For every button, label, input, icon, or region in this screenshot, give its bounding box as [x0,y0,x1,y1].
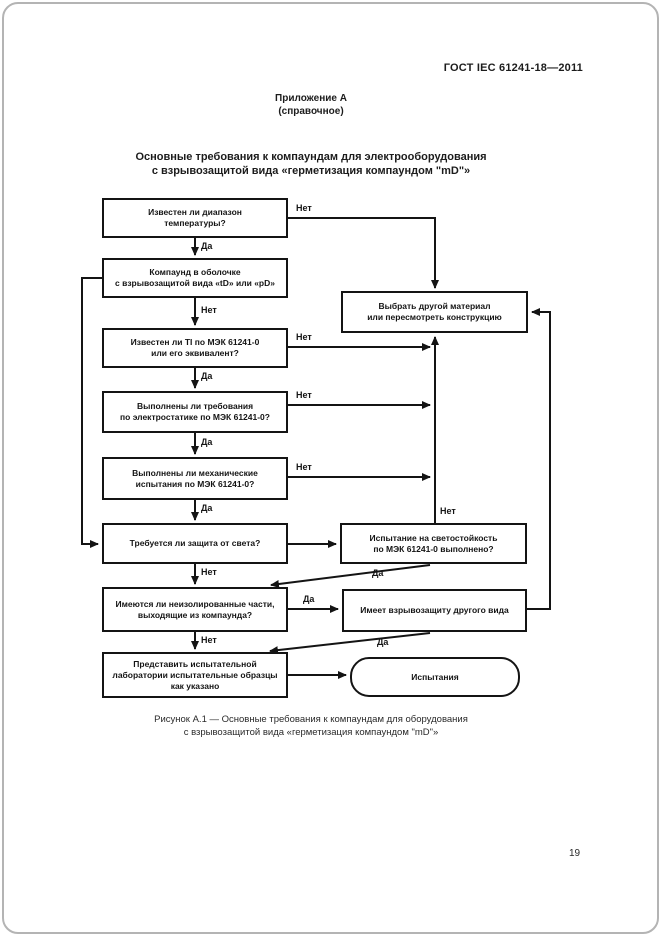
node-light-protection: Требуется ли защита от света? [102,523,288,564]
annex-title: Приложение А [275,93,347,104]
page-number: 19 [569,848,581,859]
edge-label-no: Нет [440,506,456,516]
edge-label-no: Нет [296,332,312,342]
node-testing-terminal: Испытания [350,657,520,697]
edge-label-no: Нет [201,305,217,315]
node-ti-known: Известен ли TI по МЭК 61241-0 или его эк… [102,328,288,368]
edge-label-no: Нет [296,203,312,213]
node-submit-samples: Представить испытательной лаборатории ис… [102,652,288,698]
node-mechanical-tests: Выполнены ли механические испытания по М… [102,457,288,500]
figure-title: Основные требования к компаундам для эле… [135,151,487,177]
edge-label-yes: Да [372,568,384,578]
edge-label-no: Нет [296,390,312,400]
edge-label-yes: Да [201,371,213,381]
annex-subtitle: (справочное) [278,106,344,117]
node-bare-parts: Имеются ли неизолированные части, выходя… [102,587,288,632]
edge-label-no: Нет [201,635,217,645]
node-choose-material: Выбрать другой материал или пересмотреть… [341,291,528,333]
standard-number: ГОСТ IEC 61241-18—2011 [443,62,583,74]
node-temp-range-known: Известен ли диапазон температуры? [102,198,288,238]
edge-label-yes: Да [201,437,213,447]
node-compound-in-enclosure: Компаунд в оболочке с взрывозащитой вида… [102,258,288,298]
edge-label-no: Нет [296,462,312,472]
edge-label-yes: Да [303,594,315,604]
edge-label-no: Нет [201,567,217,577]
node-electrostatic-req: Выполнены ли требования по электростатик… [102,391,288,433]
annex-heading: Приложение А (справочное) [0,92,622,118]
edge-label-yes: Да [377,637,389,647]
edge-label-yes: Да [201,241,213,251]
figure-caption: Рисунок А.1 — Основные требования к комп… [154,714,468,738]
node-light-test: Испытание на светостойкость по МЭК 61241… [340,523,527,564]
node-other-protection: Имеет взрывозащиту другого вида [342,589,527,632]
edge-label-yes: Да [201,503,213,513]
